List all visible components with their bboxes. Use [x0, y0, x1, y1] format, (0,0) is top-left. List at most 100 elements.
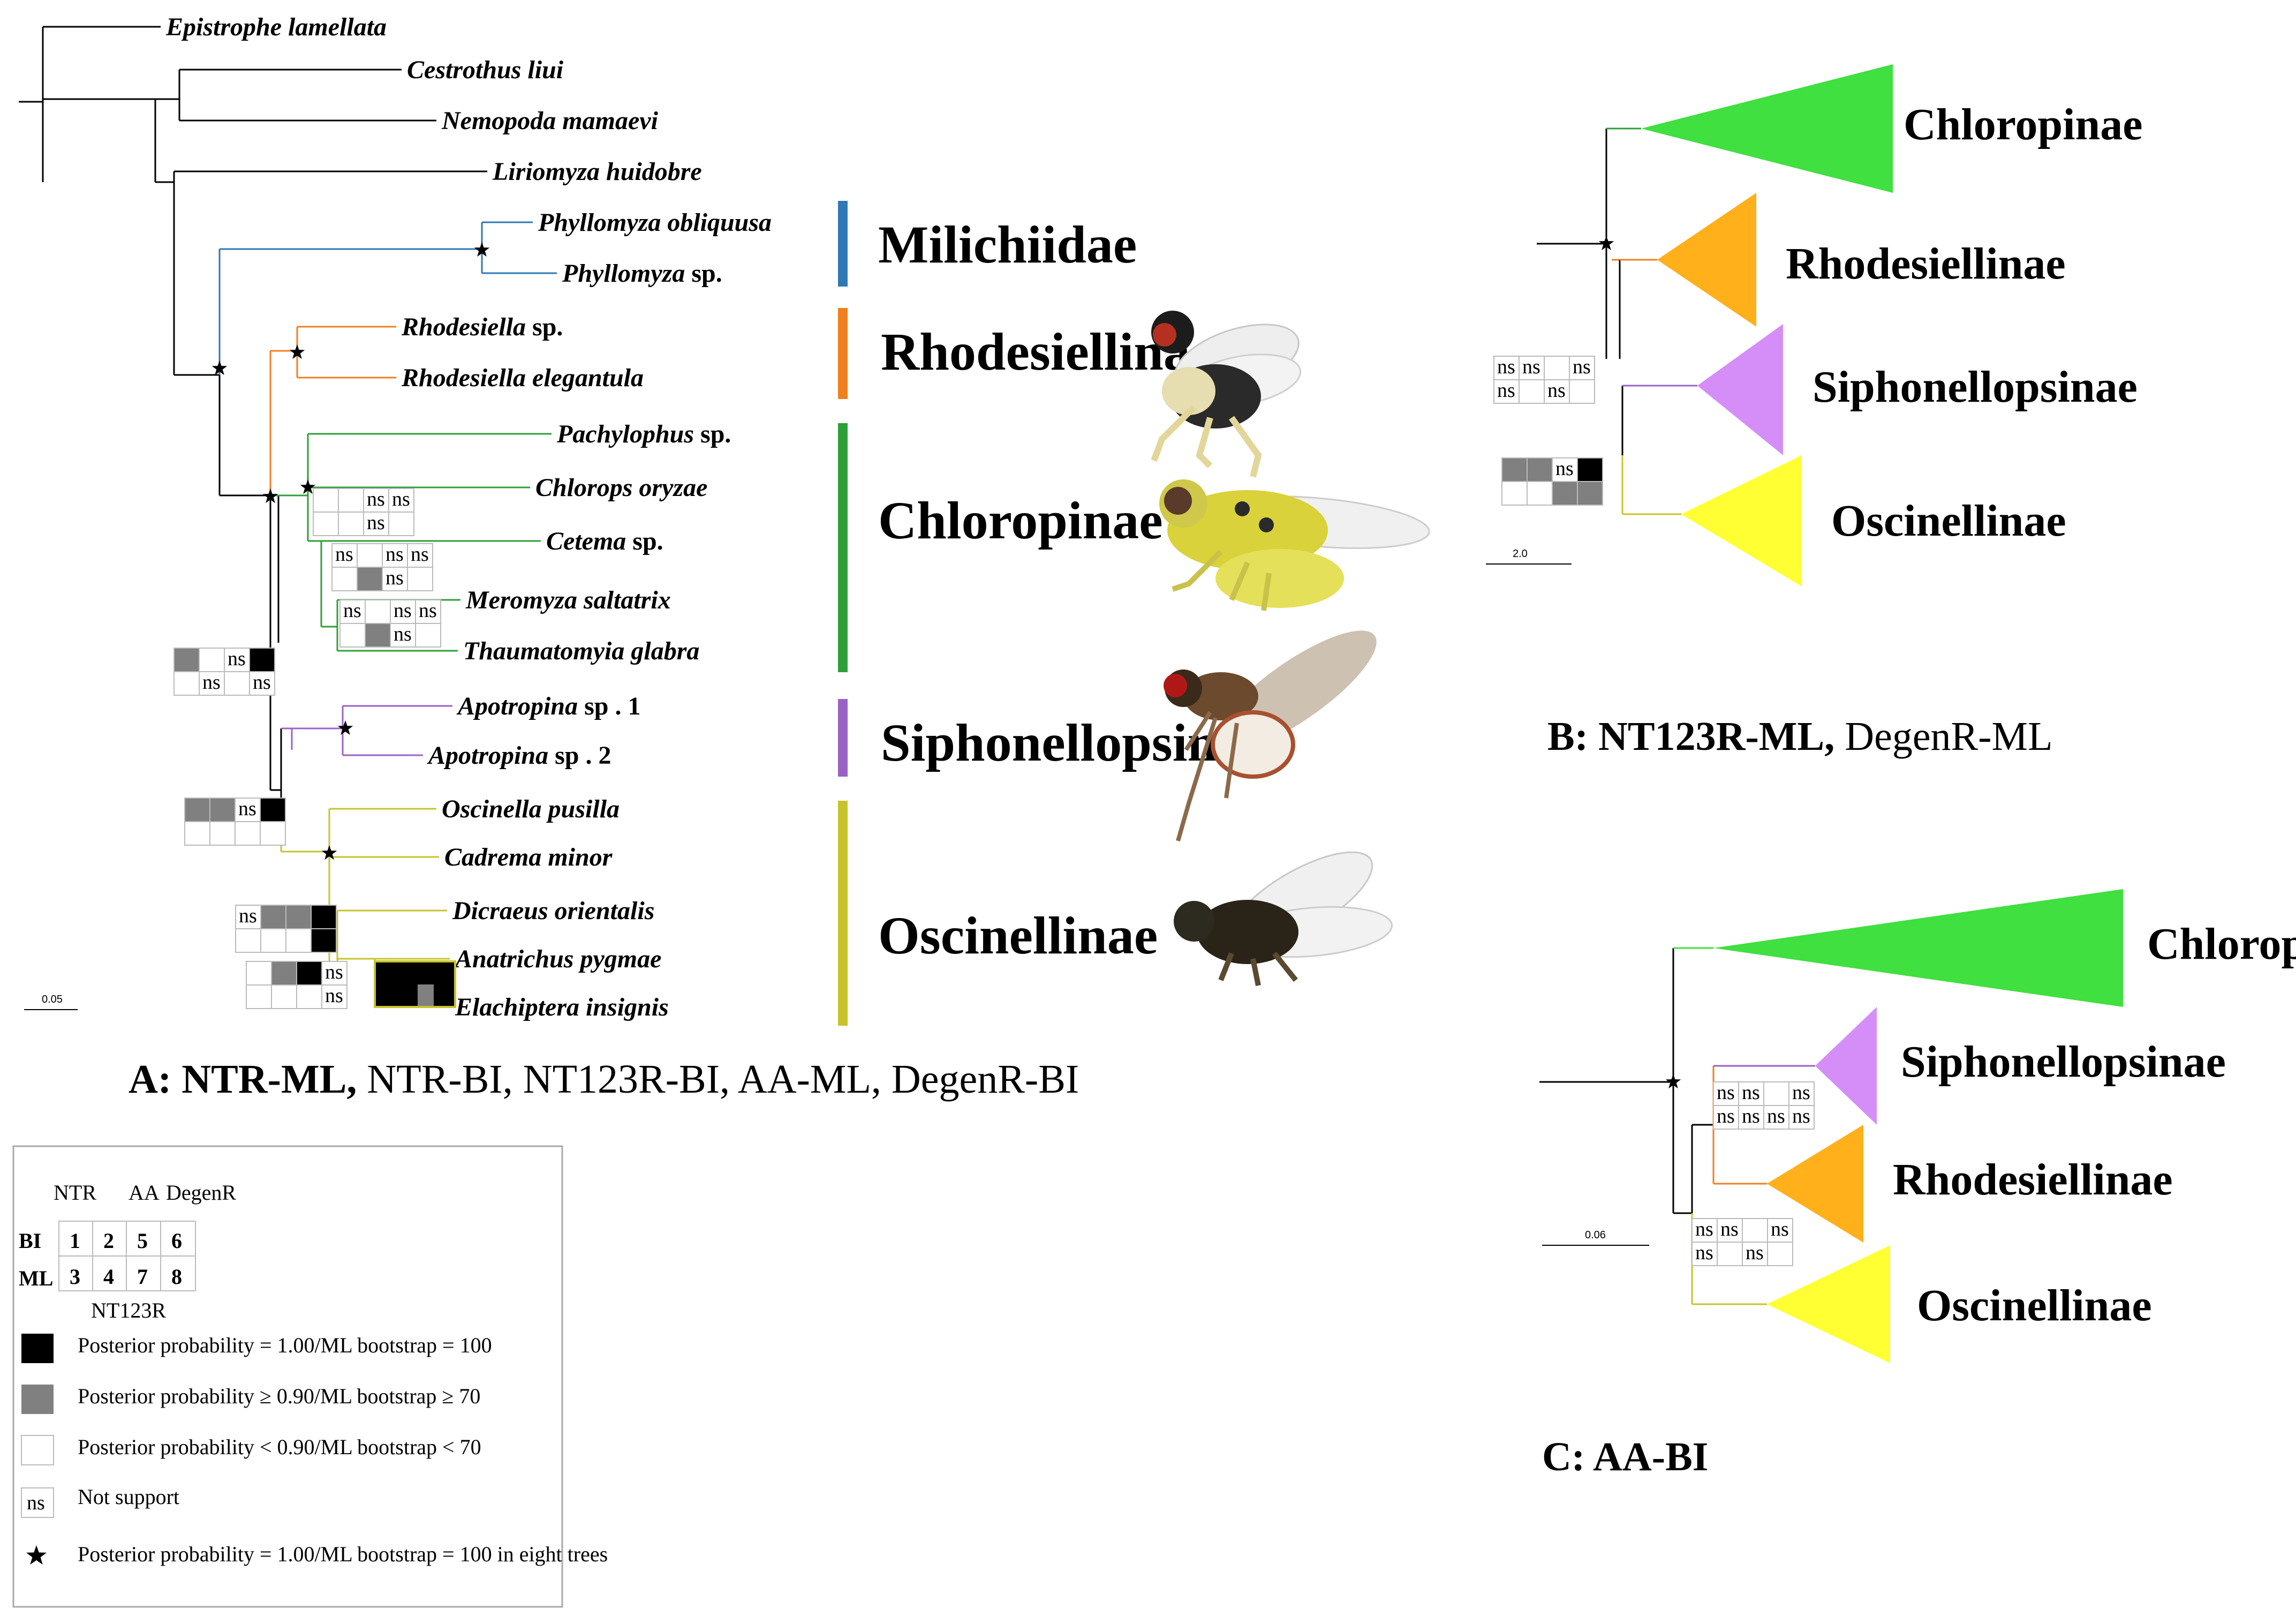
taxon-label: Apotropina sp . 1: [456, 692, 640, 720]
support-cell: [296, 984, 322, 1009]
support-cell: [260, 905, 286, 929]
support-cell: [260, 928, 286, 953]
support-cell: [271, 984, 297, 1009]
support-ns-label: ns: [1767, 1105, 1785, 1127]
support-cell: [246, 984, 272, 1009]
taxon-label: Rhodesiella sp.: [401, 313, 563, 341]
support-cell: [338, 512, 364, 536]
support-cell: [357, 567, 383, 591]
support-ns-label: ns: [367, 512, 385, 534]
taxon-label: Oscinella pusilla: [442, 795, 620, 823]
milichiidae-bar: [838, 201, 848, 287]
support-cell: [415, 623, 441, 648]
support-ns-label: ns: [202, 671, 221, 694]
support-cell: [285, 928, 312, 953]
oscinellinae-fly-photo: [1174, 851, 1393, 986]
support-cell: [1519, 379, 1545, 404]
support-cell: [390, 599, 416, 624]
taxon-label: Epistrophe lamellata: [165, 13, 387, 41]
support-cell: [1713, 1105, 1739, 1130]
taxon-label: Cetema sp.: [546, 527, 663, 555]
support-cell: [224, 671, 250, 696]
legend-key-number: 6: [171, 1229, 182, 1253]
support-ns-label: ns: [228, 648, 246, 670]
support-ns-label: ns: [1573, 356, 1591, 378]
support-cell: [357, 543, 383, 568]
support-cell: [235, 798, 261, 822]
legend-key-number: 1: [70, 1229, 80, 1253]
support-ns-label: ns: [325, 961, 343, 983]
support-cell: [184, 798, 210, 822]
support-cell: [1763, 1081, 1789, 1106]
legend-item-text: Posterior probability < 0.90/ML bootstra…: [78, 1435, 481, 1459]
support-ns-label: ns: [1720, 1218, 1739, 1240]
support-ns-label: ns: [1742, 1105, 1760, 1127]
siphonellopsinae-bar: [838, 699, 848, 777]
support-ns-label: ns: [1717, 1081, 1735, 1104]
legend-swatch-black: [21, 1334, 54, 1363]
support-cell: [1501, 457, 1528, 482]
panel-c-siphonellopsinae-label: Siphonellopsinae: [1901, 1037, 2226, 1087]
support-cell: [1738, 1105, 1764, 1130]
panel-c-caption: C: AA-BI: [1542, 1434, 1708, 1479]
support-cell: [365, 623, 391, 648]
panel-a-groups: Milichiidae Rhodesiellinae Chloropinae S…: [838, 201, 1268, 1026]
legend-item-text: Not support: [78, 1485, 179, 1509]
support-ns-label: ns: [386, 567, 404, 589]
legend-key-number: 4: [103, 1265, 114, 1289]
group-label-chloropinae: Chloropinae: [878, 491, 1163, 550]
panel-b-chloropinae-label: Chloropinae: [1904, 100, 2143, 149]
legend-item-text: Posterior probability ≥ 0.90/ML bootstra…: [78, 1384, 480, 1408]
legend-ns-glyph: ns: [27, 1492, 45, 1514]
support-cell: [199, 671, 225, 696]
siphonellopsinae-collapsed-clade: [1697, 324, 1783, 455]
taxon-label: Phyllomyza obliquusa: [538, 208, 772, 237]
support-cell: [1767, 1242, 1793, 1266]
support-cell: [311, 928, 337, 953]
support-ns-label: ns: [253, 671, 271, 694]
support-cell: [1493, 379, 1520, 404]
support-cell: [1738, 1081, 1764, 1106]
star-icon: [337, 720, 353, 735]
support-cell: [260, 821, 286, 846]
support-cell: [1691, 1242, 1718, 1266]
chloropinae-collapsed-clade: [1713, 889, 2123, 1007]
panel-c-scale-label: 0.06: [1585, 1229, 1606, 1241]
taxon-label: Apotropina sp . 2: [427, 741, 611, 770]
support-ns-label: ns: [419, 599, 437, 622]
support-ns-label: ns: [239, 905, 257, 927]
legend-swatch-ns: [21, 1487, 54, 1518]
elachiptera-support-box: [374, 960, 456, 1008]
support-cell: [1763, 1105, 1789, 1130]
support-cell: [209, 798, 236, 822]
legend-key-number: 7: [137, 1265, 148, 1289]
taxon-label: Chlorops oryzae: [535, 473, 707, 502]
taxon-label: Pachylophus sp.: [556, 420, 731, 448]
panel-b-scale-label: 2.0: [1513, 548, 1528, 560]
panel-b-oscinellinae-label: Oscinellinae: [1831, 496, 2066, 546]
support-cell: [415, 599, 441, 624]
support-ns-label: ns: [1746, 1242, 1764, 1264]
siphonellopsinae-fly-photo: [1164, 630, 1377, 842]
taxon-label: Thaumatomyia glabra: [463, 637, 699, 665]
panel-c-rhodesiellinae-label: Rhodesiellinae: [1893, 1155, 2173, 1205]
support-cell: [246, 961, 272, 986]
panel-c-tree: [1539, 889, 2123, 1363]
support-cell: [296, 961, 322, 986]
panel-a-caption: A: NTR-ML, NTR-BI, NT123R-BI, AA-ML, Deg…: [129, 1057, 1079, 1102]
support-ns-label: ns: [394, 599, 412, 622]
oscinellinae-collapsed-clade: [1767, 1245, 1890, 1363]
support-ns-label: ns: [392, 488, 410, 510]
support-ns-label: ns: [1792, 1105, 1810, 1127]
legend-key-number: 8: [171, 1265, 182, 1289]
legend-swatch-gray: [21, 1385, 54, 1414]
panel-b-support-grid-bottom: ns: [1501, 457, 1603, 506]
support-cell: [382, 543, 408, 568]
panel-b-rhodesiellinae-label: Rhodesiellinae: [1786, 239, 2066, 289]
support-cell: [199, 648, 225, 672]
support-cell: [311, 905, 337, 929]
support-cell: [260, 798, 286, 822]
support-ns-label: ns: [1497, 379, 1515, 402]
support-cell: [363, 512, 389, 536]
